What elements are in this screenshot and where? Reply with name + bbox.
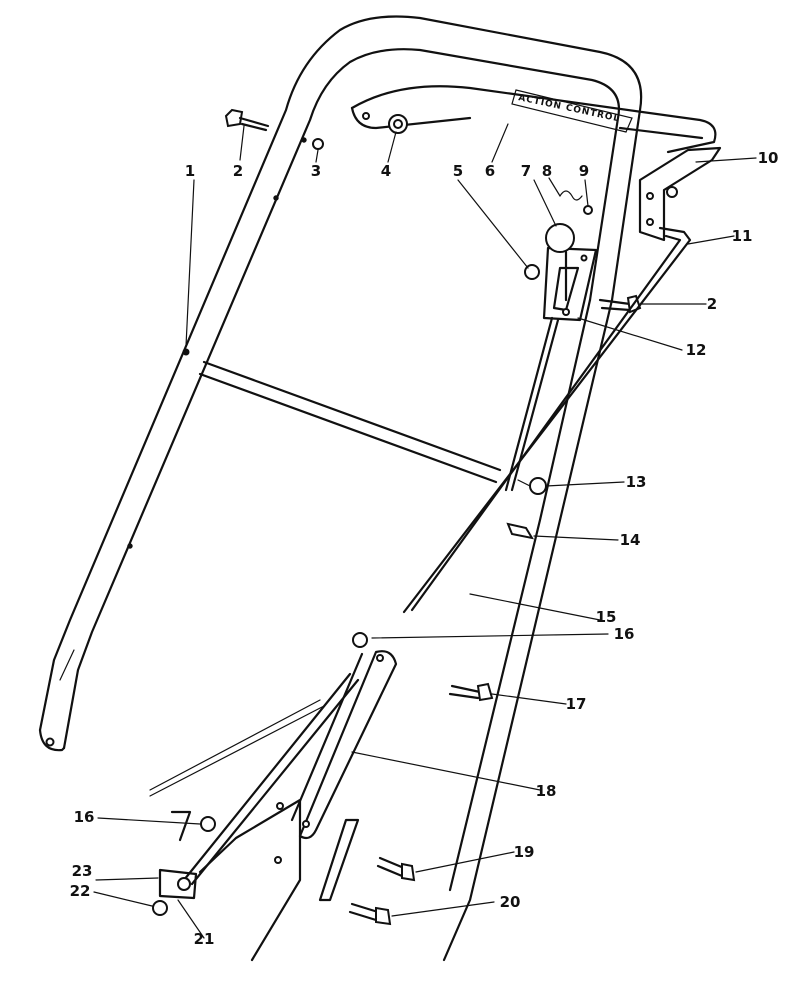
callout-9: 9 [579,162,589,180]
callout-10: 10 [758,149,779,167]
callout-3: 3 [311,162,321,180]
callout-8: 8 [542,162,552,180]
leader-lines [93,123,757,939]
traction-rod [402,226,692,614]
callout-22: 22 [70,882,91,900]
callout-7: 7 [521,162,531,180]
bracket-part-10 [638,146,722,242]
hardware [200,108,642,926]
callout-16-lower: 16 [74,808,95,826]
callout-18: 18 [536,782,557,800]
callout-19: 19 [514,843,535,861]
callout-labels: 1 2 3 4 5 6 7 8 9 10 11 2 12 13 14 15 16… [70,149,779,948]
callout-16-upper: 16 [614,625,635,643]
callout-4: 4 [381,162,391,180]
callout-2-right: 2 [707,295,717,313]
callout-23: 23 [72,862,93,880]
callout-5: 5 [453,162,463,180]
callout-21: 21 [194,930,215,948]
control-lever-assembly [504,223,598,492]
lower-linkage [149,672,360,962]
callout-17: 17 [566,695,587,713]
callout-6: 6 [485,162,495,180]
upper-handle-tube [38,15,643,962]
callout-14: 14 [620,531,641,549]
callout-11: 11 [732,227,753,245]
callout-2-top: 2 [233,162,243,180]
callout-20: 20 [500,893,521,911]
callout-13: 13 [626,473,647,491]
lower-handle-part-18 [290,650,398,902]
callout-12: 12 [686,341,707,359]
callout-15: 15 [596,608,617,626]
callout-1: 1 [185,162,195,180]
